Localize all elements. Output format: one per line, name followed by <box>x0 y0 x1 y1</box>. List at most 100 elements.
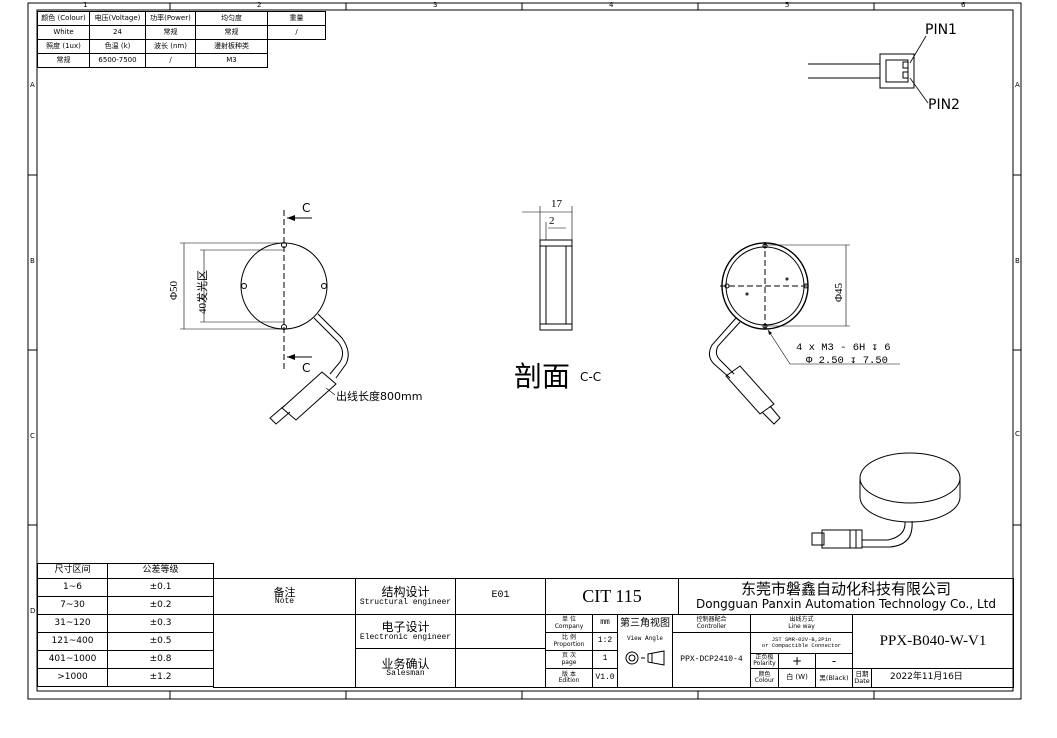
lineway-cn: 出线方式 <box>789 616 814 624</box>
colour-positive: 白 (W) <box>778 668 816 688</box>
structural-en: Structural engineer <box>359 597 452 607</box>
section-title: 剖面 <box>514 362 571 393</box>
view-en: View Angle <box>626 634 663 642</box>
tolerance-header-range: 尺寸区间 <box>37 563 108 579</box>
company-en: Dongguan Panxin Automation Technology Co… <box>695 597 996 612</box>
connector-pin-view <box>808 35 929 104</box>
tolerance-range: 1~6 <box>37 578 108 597</box>
date-value: 2022年11月16日 <box>871 668 1014 688</box>
isometric-view <box>811 452 961 549</box>
front-view <box>180 210 349 425</box>
zone-row-d: D <box>30 607 36 615</box>
pin1-label: PIN1 <box>925 22 957 38</box>
company-cn: 东莞市磐鑫自动化科技有限公司 <box>740 580 951 599</box>
sales-cn: 业务确认 <box>381 656 430 671</box>
colour-en: Colour <box>754 677 775 684</box>
back-view <box>708 242 900 425</box>
note-cn: 备注 <box>273 585 296 599</box>
structural-label: 结构设计 Structural engineer <box>355 578 456 615</box>
lineway-en: Line way <box>788 622 815 630</box>
zone-row-b-right: B <box>1015 257 1020 265</box>
zone-row-a-right: A <box>1015 81 1020 89</box>
unit-cn: 单 位 <box>562 616 576 624</box>
view-cn: 第三角视图 <box>620 618 670 629</box>
edition-value: V1.0 <box>592 668 618 688</box>
note-body <box>213 614 356 688</box>
part-number: PPX-B040-W-V1 <box>852 614 1014 669</box>
structural-cn: 结构设计 <box>381 585 430 599</box>
dim-back-diameter: Φ45 <box>833 282 845 302</box>
sales-en: Salesman <box>386 669 425 679</box>
polarity-cn: 正负极 <box>755 653 774 661</box>
tolerance-grade: ±0.1 <box>107 578 214 597</box>
section-view <box>522 206 573 331</box>
tolerance-grade: ±0.3 <box>107 614 214 633</box>
zone-row-c-right: C <box>1015 430 1020 438</box>
zone-row-b: B <box>30 257 35 265</box>
tolerance-grade: ±0.2 <box>107 596 214 615</box>
edition-en: Edition <box>558 677 580 684</box>
tolerance-grade: ±0.5 <box>107 632 214 651</box>
zone-row-c: C <box>30 432 35 440</box>
zone-row-a: A <box>30 81 35 89</box>
colour-negative: 黑(Black) <box>815 668 853 688</box>
section-mark-top: C <box>302 201 311 215</box>
zone-col-1: 1 <box>83 1 88 9</box>
hole-spec-thread: 4 x M3 - 6H ↧ 6 <box>796 342 891 354</box>
electronic-cn: 电子设计 <box>381 620 430 634</box>
spec-value-weight: / <box>267 25 326 40</box>
company-cell: 东莞市磐鑫自动化科技有限公司 Dongguan Panxin Automatio… <box>678 578 1014 615</box>
third-angle-projection-icon <box>625 650 665 666</box>
hole-spec-drill: Φ 2.50 ↧ 7.50 <box>806 355 888 367</box>
edition-cn: 版 本 <box>562 670 576 678</box>
section-mark-bottom: C <box>302 361 311 375</box>
tolerance-header-grade: 公差等级 <box>107 563 214 579</box>
tolerance-range: 31~120 <box>37 614 108 633</box>
polarity-negative: - <box>815 653 853 669</box>
scale-value: 1:2 <box>592 632 618 651</box>
dim-emitting-area: 40发光区 <box>197 270 209 314</box>
zone-col-5: 5 <box>785 1 790 9</box>
electronic-en: Electronic engineer <box>359 632 452 642</box>
dim-width: 17 <box>551 198 562 210</box>
page-cn: 页 次 <box>562 652 576 660</box>
pin2-label: PIN2 <box>928 97 960 113</box>
electronic-value <box>455 614 546 649</box>
spec-value-diffuser: M3 <box>195 53 268 68</box>
cable-length-label: 出线长度800mm <box>336 390 423 403</box>
sales-label: 业务确认 Salesman <box>355 648 456 688</box>
polarity-en: Polarity <box>753 660 776 667</box>
structural-value: E01 <box>455 578 546 615</box>
polarity-positive: + <box>778 653 816 669</box>
page-value: 1 <box>592 650 618 669</box>
controller-cn: 控制器配合 <box>696 616 727 624</box>
page-en: page <box>561 658 577 666</box>
tolerance-range: 401~1000 <box>37 650 108 669</box>
dim-step: 2 <box>549 215 555 227</box>
tolerance-range: >1000 <box>37 668 108 687</box>
note-en: Note <box>274 597 295 607</box>
date-en: Date <box>854 677 870 685</box>
section-id: C-C <box>580 370 602 384</box>
tolerance-range: 7~30 <box>37 596 108 615</box>
controller-en: Controller <box>696 622 727 630</box>
unit-en: Company <box>554 622 584 630</box>
scale-en: Proportion <box>553 640 585 648</box>
zone-col-3: 3 <box>433 1 438 9</box>
note-cell: 备注 Note <box>213 578 356 615</box>
zone-col-4: 4 <box>609 1 614 9</box>
electronic-label: 电子设计 Electronic engineer <box>355 614 456 649</box>
tolerance-range: 121~400 <box>37 632 108 651</box>
view-angle-cell: 第三角视图 View Angle <box>617 614 673 688</box>
